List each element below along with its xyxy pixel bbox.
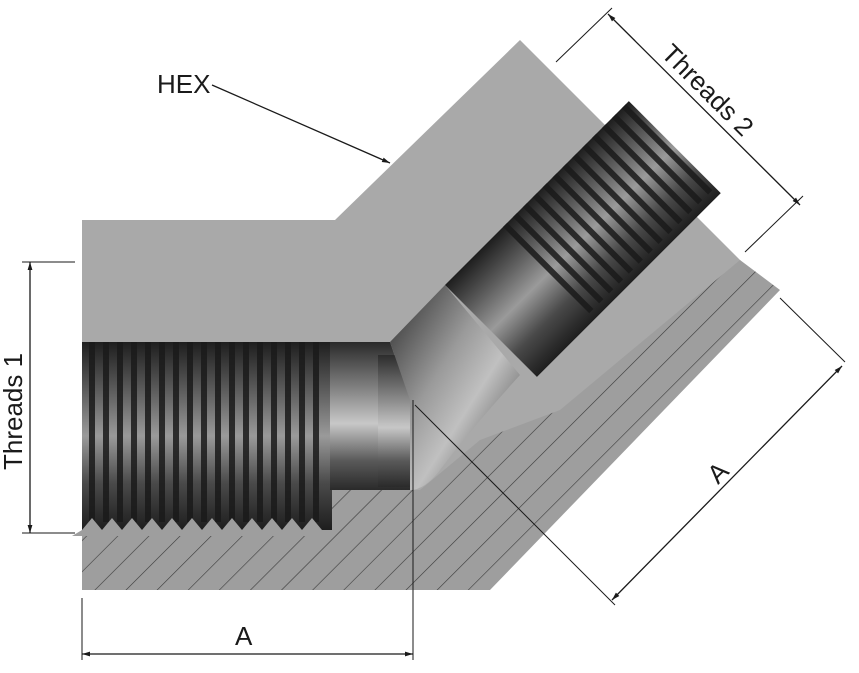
thread-ridge	[512, 212, 604, 304]
thread-ridge	[552, 173, 643, 264]
thread-ridge	[502, 222, 594, 314]
threads-1-label: Threads 1	[0, 353, 28, 470]
hex-leader	[211, 84, 391, 164]
thread-ridge	[542, 183, 634, 274]
a-angled-dim-line	[611, 365, 843, 601]
threads-2-ext-left	[555, 7, 613, 63]
a-angled-label: A	[701, 455, 735, 489]
thread-ridge	[522, 202, 614, 294]
threads-2-label: Threads 2	[656, 38, 760, 142]
thread-ridge	[562, 163, 653, 254]
threads-2-dim-line	[607, 13, 801, 206]
hex-label: HEX	[157, 69, 210, 99]
a-horizontal-label: A	[235, 621, 253, 651]
a-angled-ext-face	[779, 297, 846, 363]
a-angled-ext-center	[414, 404, 616, 606]
threads-2-ext-right	[744, 195, 804, 253]
threads-1-bore	[72, 342, 332, 536]
elbow-bore	[390, 285, 520, 490]
thread-ridge	[532, 193, 624, 284]
